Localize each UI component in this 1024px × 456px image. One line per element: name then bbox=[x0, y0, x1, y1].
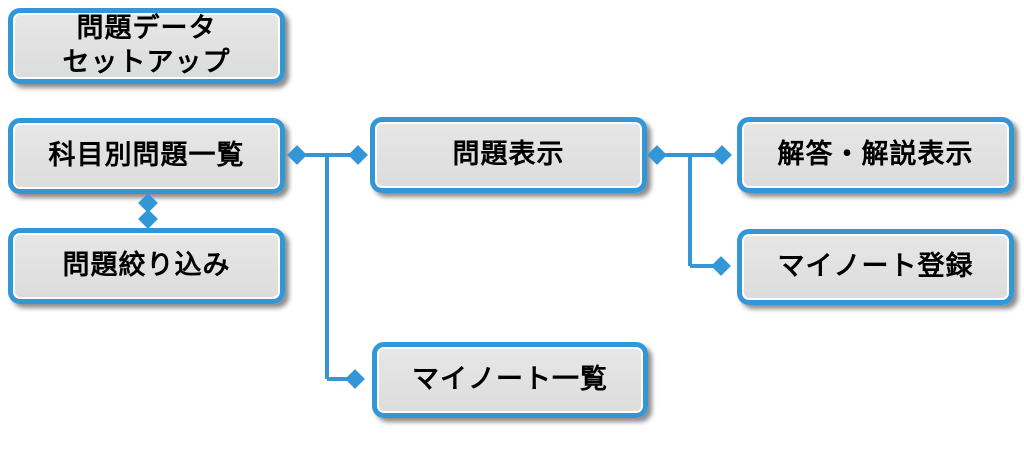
node-problem-display: 問題表示 bbox=[370, 117, 647, 193]
diamond-icon bbox=[711, 256, 731, 276]
node-problem-data-setup: 問題データ セットアップ bbox=[8, 8, 285, 84]
node-problem-filter: 問題絞り込み bbox=[8, 228, 285, 304]
node-label: マイノート登録 bbox=[777, 251, 974, 282]
diamond-icon bbox=[348, 145, 368, 165]
node-label: 問題データ セットアップ bbox=[62, 13, 231, 77]
node-answer-explanation-display: 解答・解説表示 bbox=[737, 117, 1014, 193]
node-label: 問題絞り込み bbox=[62, 250, 231, 281]
diamond-icon bbox=[138, 209, 158, 229]
node-subject-problem-list: 科目別問題一覧 bbox=[8, 118, 285, 194]
node-label: マイノート一覧 bbox=[412, 364, 608, 395]
node-label: 科目別問題一覧 bbox=[48, 140, 245, 171]
node-label: 解答・解説表示 bbox=[777, 139, 974, 170]
edge-branch-mynote-list-horizontal-line bbox=[327, 377, 353, 381]
edge-branch-mynote-register-horizontal-line bbox=[690, 264, 718, 268]
node-mynote-list: マイノート一覧 bbox=[372, 342, 648, 418]
node-mynote-register: マイノート登録 bbox=[737, 229, 1014, 305]
diamond-icon bbox=[712, 145, 732, 165]
edge-branch-mynote-list-vertical-line bbox=[325, 155, 329, 379]
diamond-icon bbox=[647, 145, 667, 165]
diamond-icon bbox=[345, 369, 365, 389]
edge-branch-mynote-register-vertical-line bbox=[688, 155, 692, 266]
node-label: 問題表示 bbox=[452, 139, 565, 170]
diamond-icon bbox=[287, 145, 307, 165]
